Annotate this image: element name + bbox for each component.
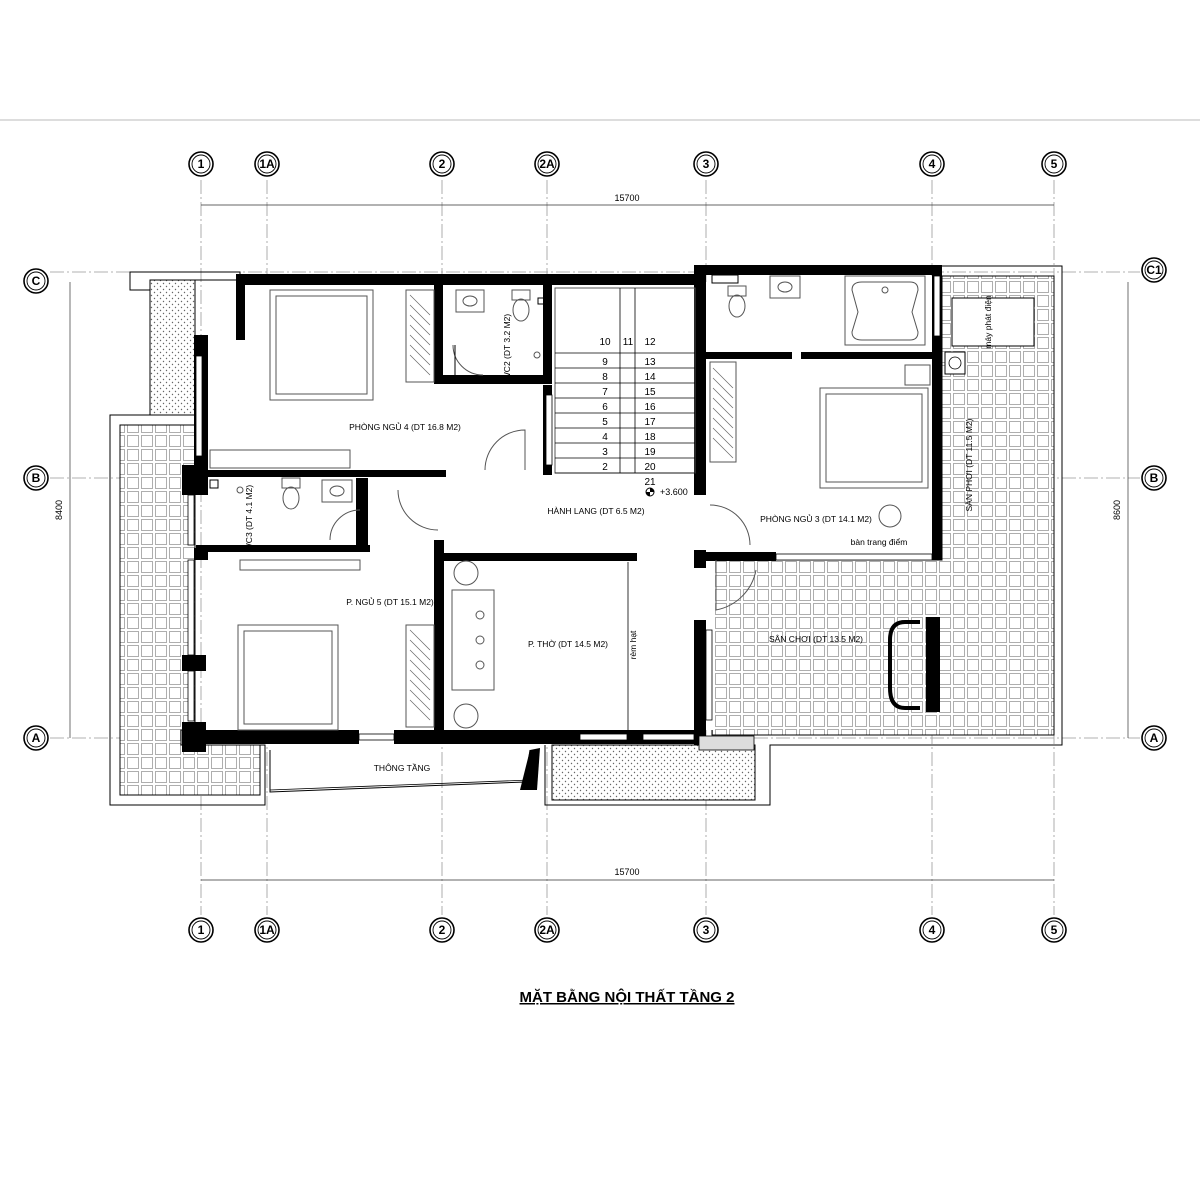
- grid-bubble-1a-top: 1A: [254, 151, 280, 177]
- level-marker: +3.600: [645, 487, 688, 497]
- grid-bubble-3-bottom: 3: [693, 917, 719, 943]
- grid-bubble-a-left: A: [23, 725, 49, 751]
- grid-bubble-2-top: 2: [429, 151, 455, 177]
- svg-text:4: 4: [929, 157, 936, 171]
- svg-text:C: C: [32, 274, 41, 288]
- grid-bubble-c-left: C: [23, 268, 49, 294]
- svg-text:A: A: [32, 731, 41, 745]
- grid-bubble-c1-right: C1: [1141, 257, 1167, 283]
- svg-text:5: 5: [602, 417, 608, 428]
- label-playground: SÂN CHƠI (DT 13.5 M2): [769, 634, 863, 644]
- svg-text:11: 11: [623, 337, 634, 348]
- terrace-dotted-bottom: [551, 744, 756, 801]
- label-wc2: WC2 (DT 3.2 M2): [502, 314, 512, 381]
- svg-text:2A: 2A: [539, 157, 555, 171]
- svg-text:5: 5: [1051, 157, 1058, 171]
- svg-text:B: B: [1150, 471, 1159, 485]
- staircase: 10 9 8 7 6 5 4 3 2 11 12 13 14 15 16 17 …: [554, 287, 696, 488]
- svg-text:2A: 2A: [539, 923, 555, 937]
- svg-text:C1: C1: [1146, 263, 1162, 277]
- wc-bedroom3-fixtures: [711, 274, 926, 346]
- svg-text:16: 16: [644, 402, 656, 413]
- svg-text:8: 8: [602, 372, 608, 383]
- wc3-fixtures: [209, 477, 353, 510]
- grid-bubble-4-top: 4: [919, 151, 945, 177]
- svg-text:1: 1: [198, 923, 205, 937]
- label-worship: P. THỜ (DT 14.5 M2): [528, 639, 608, 649]
- grid-bubble-1a-bottom: 1A: [254, 917, 280, 943]
- svg-text:17: 17: [644, 417, 656, 428]
- svg-text:4: 4: [929, 923, 936, 937]
- svg-text:6: 6: [602, 402, 608, 413]
- dim-right: 8600: [1112, 500, 1122, 520]
- grid-bubble-5-bottom: 5: [1041, 917, 1067, 943]
- label-bedroom3: PHÒNG NGỦ 3 (DT 14.1 M2): [760, 513, 872, 524]
- label-bedroom4: PHÒNG NGỦ 4 (DT 16.8 M2): [349, 421, 461, 432]
- svg-text:3: 3: [703, 923, 710, 937]
- curtain-label: rèm hạt: [628, 630, 638, 659]
- void-area: [269, 748, 540, 793]
- svg-text:2: 2: [602, 462, 608, 473]
- grid-bubble-2a-bottom: 2A: [534, 917, 560, 943]
- label-bedroom5: P. NGỦ 5 (DT 15.1 M2): [346, 596, 434, 607]
- label-corridor: HÀNH LANG (DT 6.5 M2): [547, 506, 644, 516]
- svg-text:1: 1: [198, 157, 205, 171]
- wc2-fixtures: [455, 289, 545, 359]
- label-wc3: WC3 (DT 4.1 M2): [244, 485, 254, 552]
- svg-text:5: 5: [1051, 923, 1058, 937]
- svg-text:20: 20: [644, 462, 656, 473]
- dimension-lines: 15700 15700 8400 8600: [54, 193, 1129, 881]
- grid-bubble-1-top: 1: [188, 151, 214, 177]
- svg-text:B: B: [32, 471, 41, 485]
- svg-text:19: 19: [644, 447, 656, 458]
- grid-bubble-5-top: 5: [1041, 151, 1067, 177]
- svg-text:1A: 1A: [259, 157, 275, 171]
- grid-bubble-b-left: B: [23, 465, 49, 491]
- generator: máy phát điện: [944, 295, 1035, 375]
- svg-text:2: 2: [439, 923, 446, 937]
- svg-text:7: 7: [602, 387, 608, 398]
- grid-bubble-2a-top: 2A: [534, 151, 560, 177]
- grid-bubble-2-bottom: 2: [429, 917, 455, 943]
- dim-bottom: 15700: [614, 867, 639, 877]
- drawing-title: MẶT BẰNG NỘI THẤT TẦNG 2: [520, 988, 735, 1006]
- bedroom4-furniture: [209, 289, 435, 469]
- grid-bubble-a-right: A: [1141, 725, 1167, 751]
- svg-text:12: 12: [644, 337, 656, 348]
- dim-top: 15700: [614, 193, 639, 203]
- svg-text:21: 21: [644, 477, 656, 488]
- svg-text:4: 4: [602, 432, 608, 443]
- svg-text:14: 14: [644, 372, 656, 383]
- svg-text:A: A: [1150, 731, 1159, 745]
- svg-text:2: 2: [439, 157, 446, 171]
- svg-text:1A: 1A: [259, 923, 275, 937]
- bedroom5-furniture: [237, 559, 435, 731]
- terrace-dotted-top-left: [149, 279, 196, 416]
- svg-text:15: 15: [644, 387, 656, 398]
- playground-swing: [888, 617, 940, 712]
- generator-label: máy phát điện: [983, 295, 993, 349]
- svg-text:9: 9: [602, 357, 608, 368]
- svg-text:3: 3: [602, 447, 608, 458]
- label-dresser: bàn trang điểm: [851, 537, 908, 547]
- doors: [329, 344, 757, 611]
- label-void: THÔNG TẦNG: [374, 763, 431, 773]
- grid-bubble-3-top: 3: [693, 151, 719, 177]
- svg-text:10: 10: [599, 337, 611, 348]
- windows: [187, 275, 941, 741]
- label-drying-yard: SÂN PHƠI (DT 11.5 M2): [964, 418, 974, 511]
- worship-room-furniture: rèm hạt: [451, 560, 638, 730]
- dim-left: 8400: [54, 500, 64, 520]
- svg-text:13: 13: [644, 357, 656, 368]
- bedroom3-furniture: [709, 361, 931, 528]
- grid-bubble-b-right: B: [1141, 465, 1167, 491]
- svg-text:3: 3: [703, 157, 710, 171]
- level-text: +3.600: [660, 487, 688, 497]
- svg-text:18: 18: [644, 432, 656, 443]
- grid-bubble-1-bottom: 1: [188, 917, 214, 943]
- grid-bubble-4-bottom: 4: [919, 917, 945, 943]
